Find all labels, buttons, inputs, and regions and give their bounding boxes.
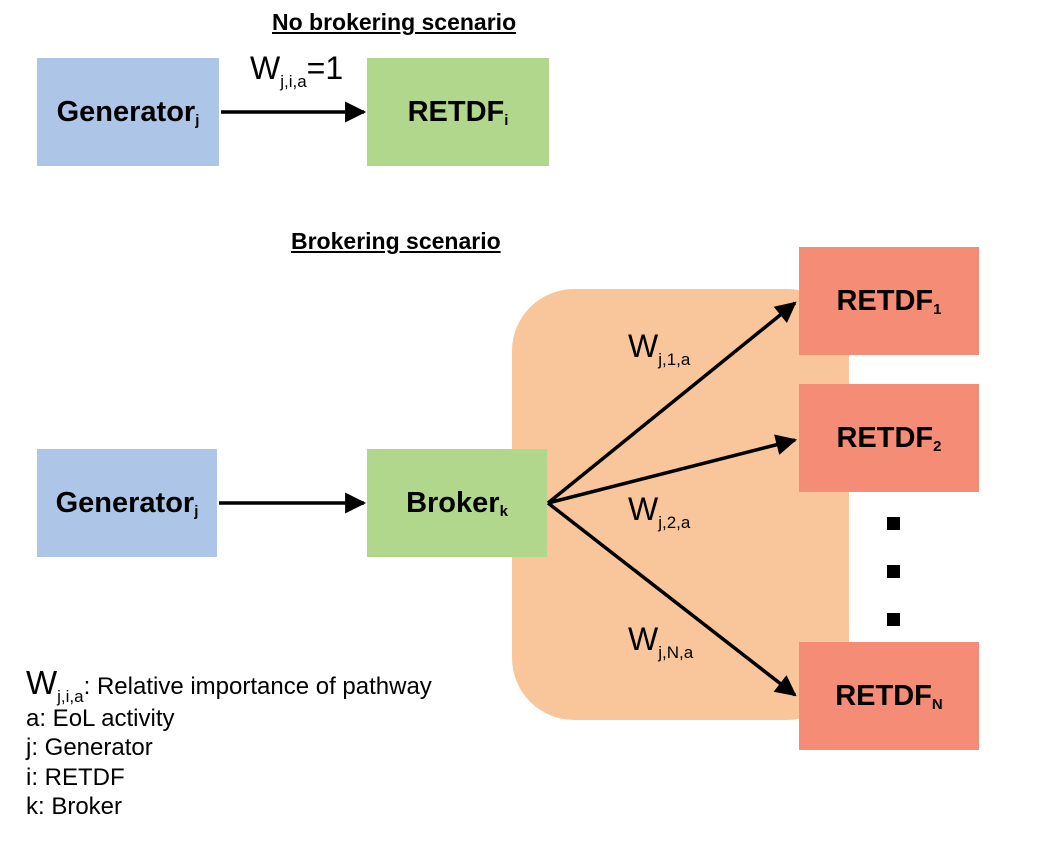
retdf-label: RETDF [407, 95, 505, 128]
retdf-sub: N [931, 695, 943, 713]
weight-sub: j,2,a [658, 513, 691, 532]
retdf-sub: 2 [933, 437, 942, 455]
generator-label: Generator [56, 95, 196, 128]
legend-line: j: Generator [26, 734, 153, 761]
generator-sub: j [194, 502, 199, 520]
legend-weight-letter: W [26, 664, 58, 701]
arrow-broker-to-retdf-2 [547, 434, 798, 505]
generator-sub: j [195, 111, 200, 129]
brokering-title: Brokering scenario [291, 228, 501, 254]
legend-line: a: EoL activity [26, 704, 175, 732]
retdf-label: RETDF [835, 679, 932, 712]
legend-weight-symbol: Wj,i,a [26, 664, 84, 706]
broker-label: Broker [406, 486, 500, 519]
weight-symbol: W [250, 50, 281, 86]
weight-label-top: Wj,i,a=1 [250, 50, 344, 90]
weight-symbol: W [628, 328, 659, 364]
weight-sub: j,1,a [658, 350, 691, 369]
legend: Wj,i,a: Relative importance of pathway a… [26, 666, 432, 822]
weight-label-n: Wj,N,a [628, 621, 693, 661]
legend-weight-desc: : Relative importance of pathway [83, 673, 432, 700]
weight-symbol: W [628, 491, 659, 527]
weight-suffix: =1 [306, 50, 344, 86]
weight-sub: j,i,a [280, 72, 307, 91]
ellipsis-dot [887, 517, 900, 530]
retdf-label: RETDF [836, 421, 934, 454]
generator-label: Generator [55, 486, 195, 519]
ellipsis-dot [887, 565, 900, 578]
arrow-broker-to-retdf-n [546, 501, 797, 697]
weight-label-1: Wj,1,a [628, 328, 690, 368]
retdf-sub: 1 [933, 300, 942, 318]
legend-weight-sub: j,i,a [57, 687, 84, 706]
weight-label-2: Wj,2,a [628, 491, 690, 531]
legend-line: k: Broker [26, 793, 123, 820]
ellipsis-dot [887, 613, 900, 626]
retdf-label: RETDF [836, 284, 934, 317]
broker-sub: k [499, 502, 508, 520]
retdf-sub: i [504, 111, 509, 129]
legend-line: i: RETDF [26, 763, 125, 791]
no-brokering-title: No brokering scenario [272, 9, 517, 35]
legend-weight-line: Wj,i,a: Relative importance of pathway [26, 666, 432, 706]
arrow-broker-to-retdf-1 [546, 301, 797, 505]
weight-sub: j,N,a [658, 643, 694, 662]
broker-region [512, 289, 849, 720]
weight-symbol: W [628, 621, 659, 657]
